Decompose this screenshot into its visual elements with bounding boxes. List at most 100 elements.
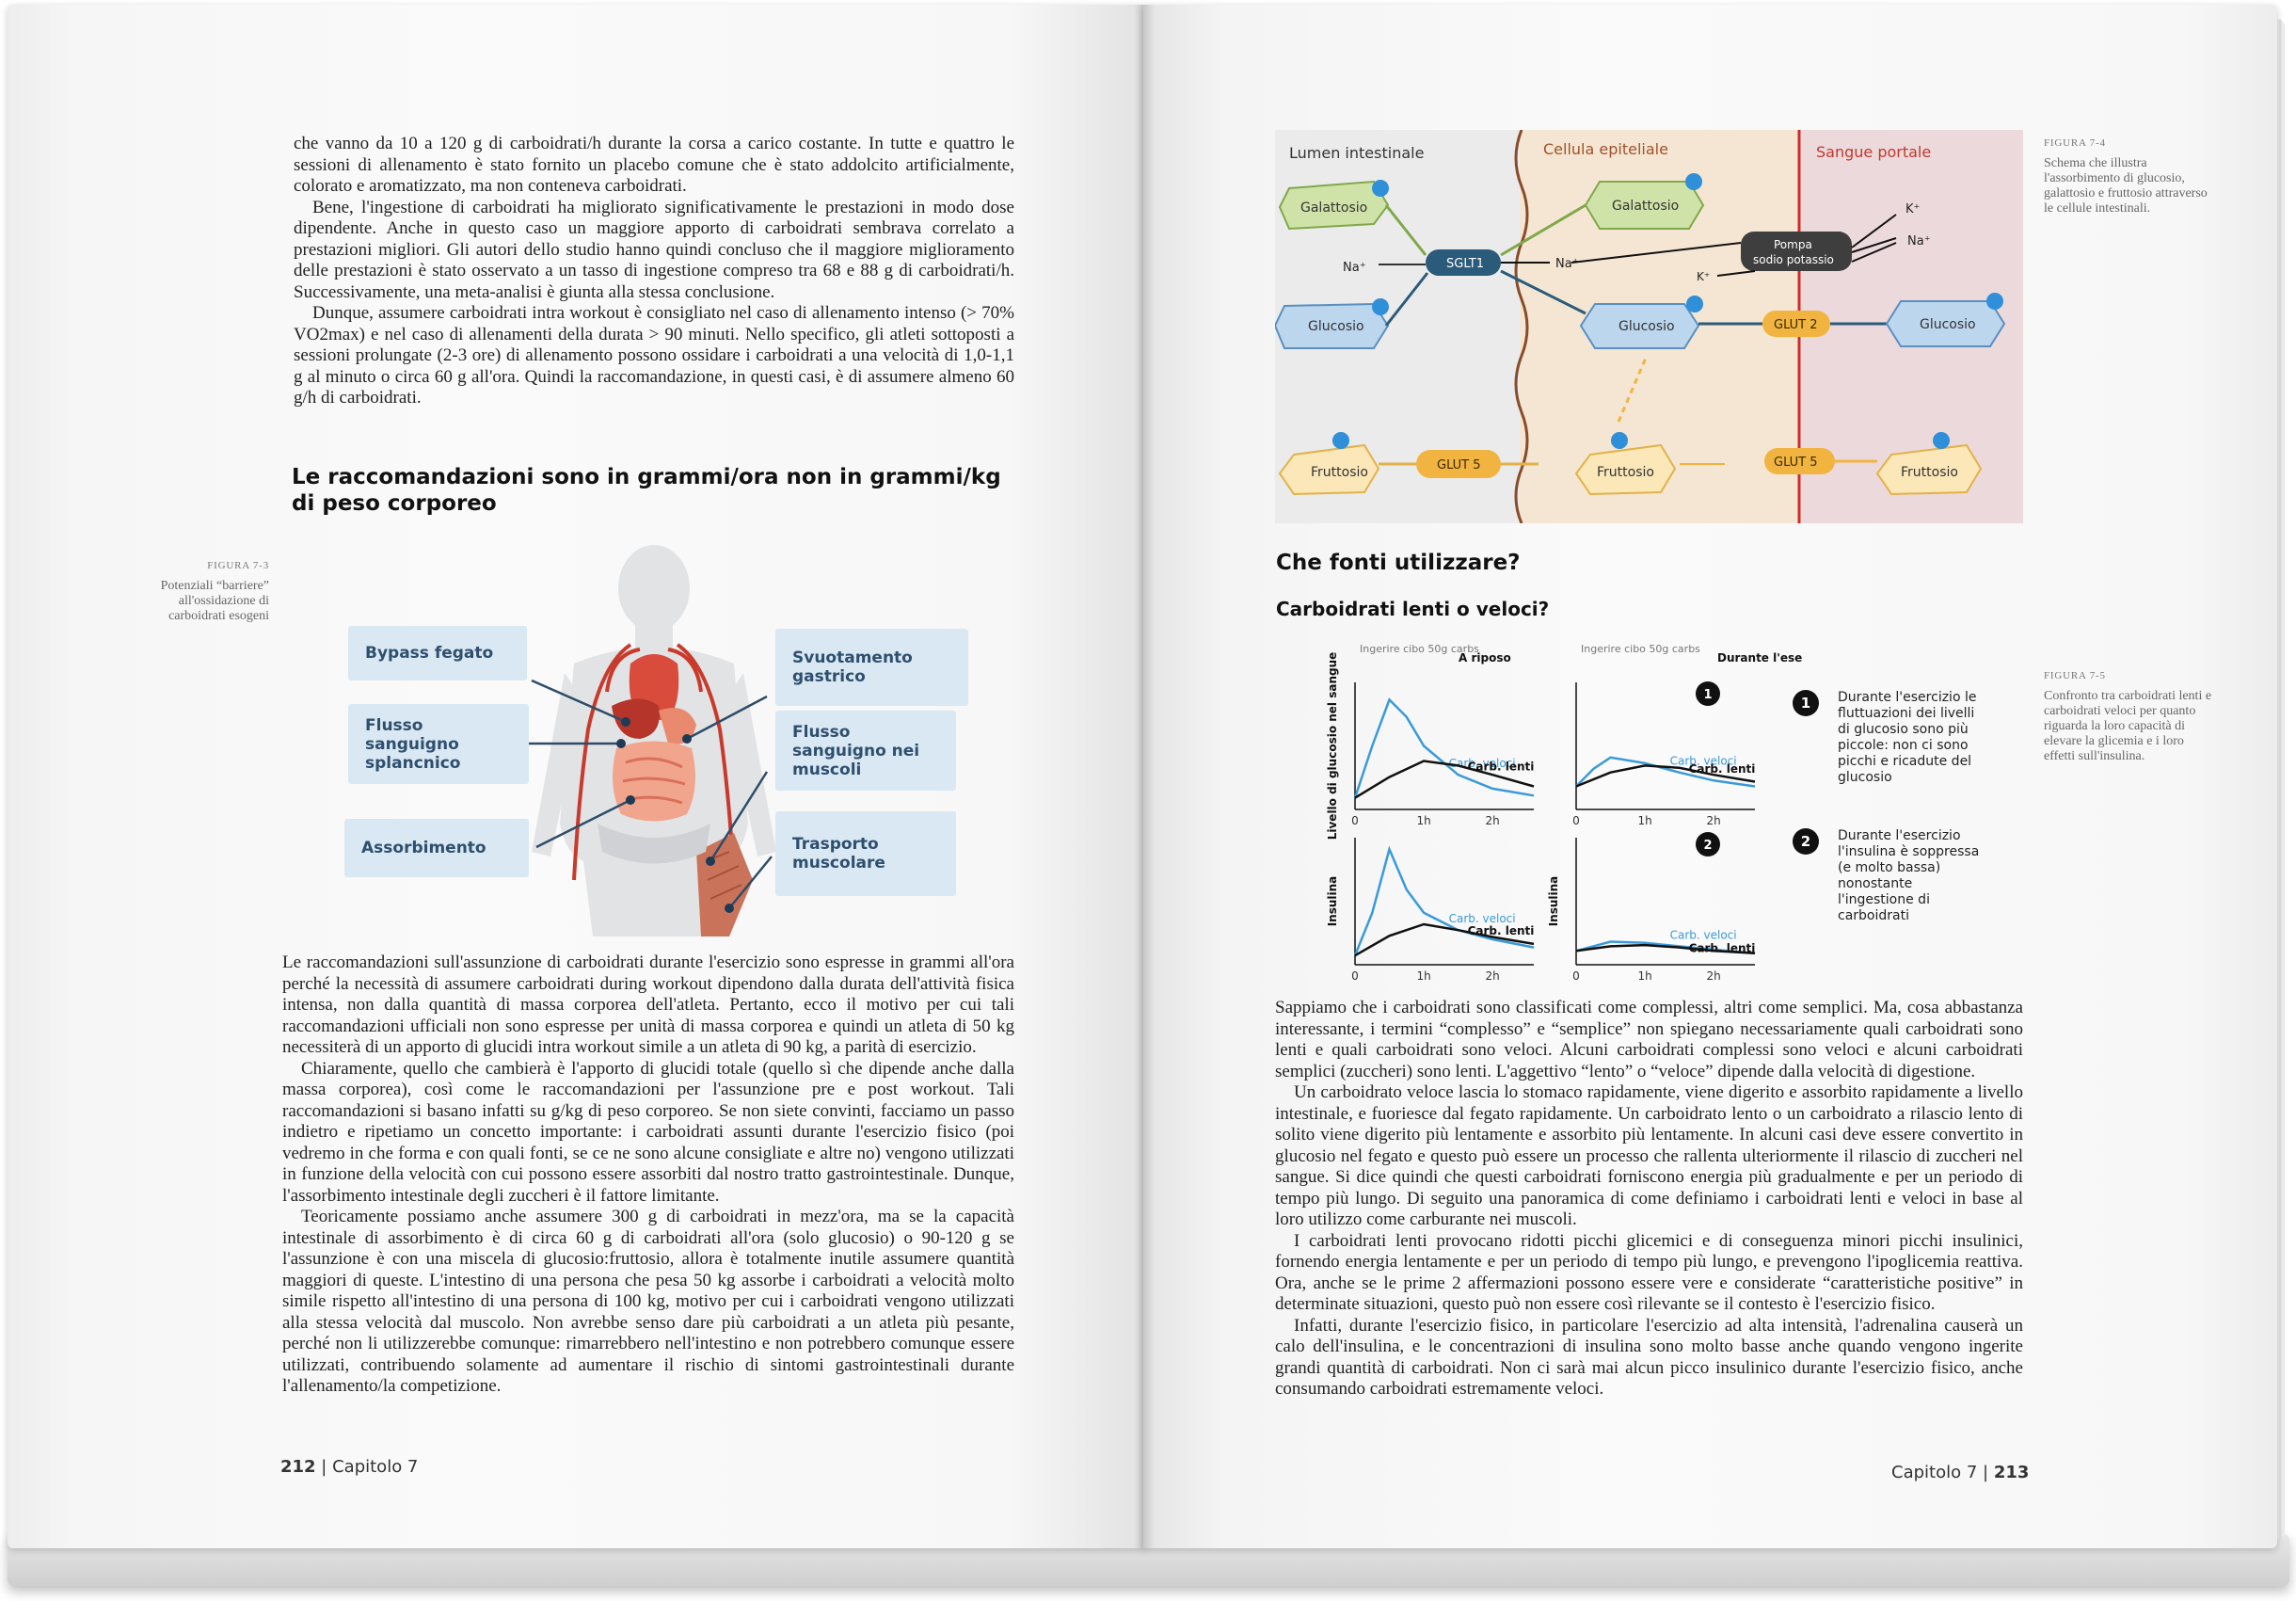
chart-3-series-veloci: [1353, 845, 1535, 956]
note-badge-2: 2: [1793, 828, 1819, 855]
absorption-diagram-svg: Lumen intestinale Cellula epiteliale San…: [1273, 129, 2023, 524]
chart-note-1: 1 Durante l'esercizio le fluttuazioni de…: [1793, 690, 1990, 786]
label-flusso-splancnico: Flusso sanguigno splancnico: [348, 704, 529, 784]
chart-3-tick-2: 1h: [1416, 969, 1430, 983]
pompa-label-2: sodio potassio: [1753, 253, 1834, 266]
right-body-paragraph-1: Sappiamo che i carboidrati sono classifi…: [1275, 998, 2023, 1081]
chart-4-series-lenti: [1575, 943, 1756, 954]
label-bypass-fegato: Bypass fegato: [348, 626, 527, 680]
zone-cell-label: Cellula epiteliale: [1543, 140, 1668, 158]
left-page-number: 212: [280, 1457, 316, 1477]
label-trasporto-muscolare: Trasporto muscolare: [775, 811, 956, 896]
chart-marker-num-1: 1: [1703, 688, 1712, 702]
figure-7-3-caption-text: Potenziali “barriere” all'ossidazione di…: [160, 579, 269, 623]
chart-1-series-lenti: [1354, 760, 1535, 799]
right-chapter-label: Capitolo 7: [1891, 1463, 1978, 1482]
note-text-2: Durante l'esercizio l'insulina è soppres…: [1838, 828, 1980, 923]
chart-4-label-veloci: Carb. veloci: [1670, 928, 1737, 941]
note-badge-1: 1: [1793, 690, 1819, 716]
right-body-text: Sappiamo che i carboidrati sono classifi…: [1275, 998, 2023, 1401]
zone-blood-label: Sangue portale: [1816, 143, 1931, 161]
chart-3-tick-1: 0: [1351, 969, 1359, 983]
left-page-footer: 212 | Capitolo 7: [280, 1457, 419, 1477]
zone-lumen-label: Lumen intestinale: [1289, 144, 1424, 162]
chart-1-label-lenti: Carb. lenti: [1468, 760, 1535, 773]
note-text-1: Durante l'esercizio le fluttuazioni dei …: [1838, 690, 1977, 785]
human-body-illustration: [527, 545, 776, 937]
figure-7-5-caption-text: Confronto tra carboidrati lenti e carboi…: [2044, 689, 2212, 763]
glut5-blood-label: GLUT 5: [1774, 456, 1818, 470]
right-body-paragraph-4: Infatti, durante l'esercizio fisico, in …: [1275, 1315, 2023, 1400]
chart-marker-circle-1: [1696, 681, 1720, 706]
label-flusso-muscoli: Flusso sanguigno nei muscoli: [775, 711, 956, 791]
chart-2-series-lenti: [1575, 764, 1756, 788]
left-intro-text: che vanno da 10 a 120 g di carboidrati/h…: [294, 134, 1014, 409]
left-body-paragraph-3: Teoricamente possiamo anche assumere 300…: [282, 1207, 1014, 1396]
chart-2-tick-1: 0: [1572, 814, 1580, 827]
right-body-paragraph-3: I carboidrati lenti provocano ridotti pi…: [1275, 1230, 2023, 1315]
left-chapter-label: Capitolo 7: [332, 1457, 419, 1477]
figure-7-4-label: FIGURA 7-4: [2044, 137, 2106, 149]
lumen-galattosio-label: Galattosio: [1300, 200, 1367, 216]
lumen-glucosio-label: Glucosio: [1308, 319, 1364, 334]
lumen-fruttosio-label: Fruttosio: [1311, 465, 1368, 480]
chart-4-ylabel: Insulina: [1547, 876, 1560, 927]
right-heading-carboidrati: Carboidrati lenti o veloci?: [1276, 598, 1550, 620]
chart-2-label-lenti: Carb. lenti: [1689, 762, 1756, 776]
label-svuotamento-gastrico: Svuotamento gastrico: [775, 629, 968, 706]
glut5-lumen-label: GLUT 5: [1437, 458, 1481, 472]
lumen-na-label: Na⁺: [1343, 261, 1366, 275]
chart-3-label-veloci: Carb. veloci: [1449, 912, 1516, 925]
chart-3-series-lenti: [1354, 922, 1535, 957]
left-intro-paragraph-3: Dunque, assumere carboidrati intra worko…: [294, 303, 1014, 408]
chart-4-tick-1: 0: [1572, 969, 1580, 983]
figure-7-3-caption: FIGURA 7-3 Potenziali “barriere” all'oss…: [120, 560, 269, 624]
blood-na-label: Na⁺: [1907, 234, 1931, 248]
sglt1-label: SGLT1: [1446, 257, 1484, 271]
label-assorbimento: Assorbimento: [344, 819, 529, 877]
chart-1-series-veloci: [1353, 697, 1535, 799]
pompa-label-1: Pompa: [1774, 238, 1812, 251]
absorption-diagram: Lumen intestinale Cellula epiteliale San…: [1273, 129, 2023, 524]
figure-7-5-label: FIGURA 7-5: [2044, 670, 2106, 681]
chart-1-title: A riposo: [1459, 651, 1511, 664]
chart-marker-num-2: 2: [1703, 839, 1712, 853]
chart-4-label-lenti: Carb. lenti: [1689, 942, 1756, 955]
left-body-text: Le raccomandazioni sull'assunzione di ca…: [282, 953, 1014, 1398]
cell-glucosio-label: Glucosio: [1618, 319, 1675, 334]
cell-fruttosio-label: Fruttosio: [1597, 465, 1654, 480]
blood-fruttosio-label: Fruttosio: [1901, 465, 1958, 480]
chart-1-tick-2: 1h: [1416, 814, 1430, 827]
chart-1-tick-3: 2h: [1486, 814, 1500, 827]
right-body-paragraph-2: Un carboidrato veloce lascia lo stomaco …: [1275, 1082, 2023, 1229]
chart-2-tick-2: 1h: [1637, 814, 1651, 827]
figure-7-3-label: FIGURA 7-3: [207, 560, 269, 571]
figure-7-5-caption: FIGURA 7-5 Confronto tra carboidrati len…: [2044, 670, 2213, 764]
blood-k-label: K⁺: [1905, 202, 1920, 216]
blood-glucosio-label: Glucosio: [1920, 317, 1976, 332]
right-heading-fonti: Che fonti utilizzare?: [1276, 551, 1521, 575]
chart-3-label-lenti: Carb. lenti: [1468, 924, 1535, 937]
chart-2-series-veloci: [1575, 756, 1756, 788]
chart-2-annotation: Ingerire cibo 50g carbs: [1581, 643, 1700, 655]
chart-marker-circle-2: [1696, 832, 1720, 857]
chart-2-title: Durante l'esercizio: [1717, 651, 1802, 664]
chart-4-tick-2: 1h: [1637, 969, 1651, 983]
left-body-paragraph-2: Chiaramente, quello che cambierà è l'app…: [282, 1058, 1014, 1206]
book-gutter: [1134, 5, 1155, 1548]
chart-1-tick-1: 0: [1351, 814, 1359, 827]
figure-7-4-caption-text: Schema che illustra l'assorbimento di gl…: [2044, 156, 2208, 216]
left-section-heading: Le raccomandazioni sono in grammi/ora no…: [292, 465, 1001, 516]
chart-3-ylabel: Insulina: [1326, 876, 1339, 927]
cell-na-label: Na⁺: [1555, 257, 1579, 271]
chart-1-annotation: Ingerire cibo 50g carbs: [1360, 643, 1479, 655]
left-body-paragraph-1: Le raccomandazioni sull'assunzione di ca…: [282, 953, 1014, 1057]
left-intro-paragraph-2: Bene, l'ingestione di carboidrati ha mig…: [294, 197, 1014, 302]
figure-7-4-caption: FIGURA 7-4 Schema che illustra l'assorbi…: [2044, 137, 2213, 216]
chart-note-2: 2 Durante l'esercizio l'insulina è soppr…: [1793, 828, 1990, 924]
chart-4-tick-3: 2h: [1707, 969, 1721, 983]
chart-3-tick-3: 2h: [1486, 969, 1500, 983]
chart-2-tick-3: 2h: [1707, 814, 1721, 827]
